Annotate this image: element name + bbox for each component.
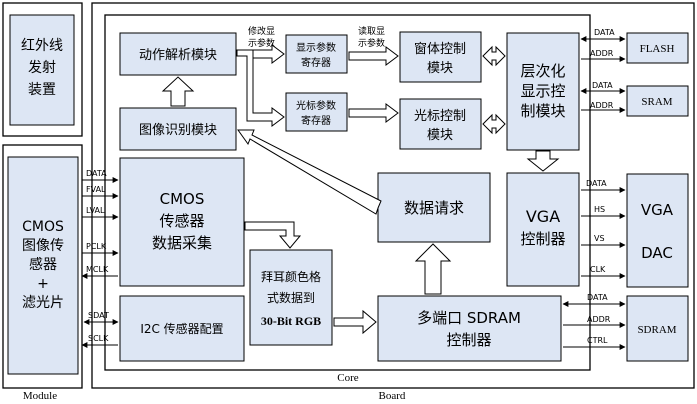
- parse-to-cursor-reg-arrow: [236, 49, 285, 127]
- data-request-text: 数据请求: [404, 199, 464, 217]
- sdram-ctrl-line-1: 多端口 SDRAM: [417, 309, 521, 327]
- bayer-line-3: 30-Bit RGB: [261, 314, 321, 328]
- vga-data-label: DATA: [586, 179, 607, 188]
- bayer-rgb-block: [249, 249, 333, 346]
- capture-line-2: 传感器: [159, 212, 204, 230]
- ir-module-frame: [2, 2, 83, 137]
- ir-emitter-block: [9, 14, 75, 126]
- core-label: Core: [337, 372, 359, 384]
- window-ctrl-line-2: 模块: [427, 61, 453, 76]
- flash-addr-label: ADDR: [590, 49, 614, 58]
- i2c-config-text: I2C 传感器配置: [140, 321, 223, 336]
- signal-sdat-label: SDAT: [88, 311, 109, 320]
- bayer-line-1: 拜耳颜色格: [261, 269, 321, 284]
- module-label: Module: [23, 390, 57, 402]
- sdram-ctrl-line-2: 控制器: [446, 331, 491, 349]
- vga-dac-line-1: VGA: [641, 201, 674, 219]
- modify-params-line-2: 示参数: [248, 37, 275, 49]
- cursor-layer-bidir-arrow: [482, 113, 506, 135]
- core-frame: [104, 14, 591, 371]
- vga-dac-line-2: DAC: [641, 244, 673, 262]
- layered-display-control-block: [506, 32, 580, 151]
- layer-to-vga-arrow: [526, 150, 560, 172]
- sram-data-label: DATA: [592, 81, 613, 90]
- signal-lval-label: LVAL: [86, 206, 105, 215]
- display-param-register-block: [285, 34, 348, 74]
- cursor-control-block: [399, 98, 482, 150]
- vga-controller-block: [506, 172, 580, 287]
- cursor-ctrl-line-2: 模块: [427, 128, 453, 143]
- cmos-sensor-module-block: [7, 156, 79, 375]
- vga-dac-block: [626, 173, 689, 288]
- sram-chip-block: [626, 85, 689, 117]
- layer-ctrl-line-3: 制模块: [520, 102, 565, 120]
- request-to-recog-arrow: [237, 129, 382, 215]
- capture-line-3: 数据采集: [152, 234, 212, 252]
- signal-pclk-label: PCLK: [86, 242, 107, 251]
- image-recognition-block: [119, 107, 237, 151]
- cursor-reg-line-2: 寄存器: [301, 114, 331, 127]
- image-recog-text: 图像识别模块: [139, 123, 217, 138]
- cursor-param-register-block: [285, 92, 348, 132]
- modify-params-line-1: 修改显: [248, 25, 275, 37]
- signal-sclk-label: SCLK: [88, 334, 109, 343]
- cursor-reg-line-1: 光标参数: [296, 99, 336, 112]
- module-frame: [2, 144, 83, 389]
- signal-fval-label: FVAL: [86, 185, 106, 194]
- vga-clk-label: CLK: [590, 265, 606, 274]
- cmos-capture-block: [119, 157, 245, 287]
- signal-data-label: DATA: [86, 169, 107, 178]
- board-label: Board: [379, 390, 406, 402]
- action-parse-block: [119, 32, 237, 76]
- ir-line-1: 红外线: [21, 38, 63, 54]
- display-reg-line-2: 寄存器: [301, 56, 331, 69]
- vga-vs-label: VS: [594, 234, 605, 243]
- sdram-to-request-arrow: [414, 243, 452, 295]
- window-layer-bidir-arrow: [482, 45, 506, 67]
- vga-ctrl-line-2: 控制器: [520, 230, 565, 248]
- vga-hs-label: HS: [594, 205, 605, 214]
- sdram-data-label: DATA: [587, 293, 608, 302]
- layer-ctrl-line-2: 显示控: [520, 82, 565, 100]
- capture-to-bayer-arrow: [244, 221, 302, 249]
- recog-to-parse-arrow: [161, 76, 195, 107]
- parse-to-display-reg-arrow: [252, 44, 285, 64]
- vga-ctrl-line-1: VGA: [526, 207, 560, 226]
- i2c-config-block: [119, 295, 245, 362]
- ir-line-2: 发射: [28, 60, 56, 76]
- cmos-module-line-1: CMOS: [22, 219, 64, 235]
- cursor-reg-to-cursor-ctrl-arrow: [348, 103, 399, 123]
- bayer-line-2: 式数据到: [267, 290, 315, 305]
- sdram-text: SDRAM: [637, 324, 676, 336]
- display-reg-line-1: 显示参数: [296, 41, 336, 54]
- sram-addr-label: ADDR: [590, 101, 614, 110]
- cmos-module-line-4: +: [37, 276, 49, 292]
- bayer-to-sdram-arrow: [333, 309, 377, 335]
- signal-mclk-label: MCLK: [86, 265, 109, 274]
- cursor-ctrl-line-1: 光标控制: [414, 109, 466, 124]
- read-params-line-1: 读取显: [358, 25, 385, 37]
- sdram-controller-block: [377, 295, 562, 362]
- read-params-line-2: 示参数: [358, 37, 385, 49]
- flash-chip-block: [626, 32, 689, 64]
- sdram-addr-label: ADDR: [587, 315, 611, 324]
- window-control-block: [399, 31, 482, 83]
- cmos-module-line-3: 感器: [29, 256, 57, 273]
- action-parse-text: 动作解析模块: [139, 48, 217, 63]
- display-reg-to-window-arrow: [348, 46, 399, 66]
- sram-text: SRAM: [641, 96, 672, 108]
- capture-line-1: CMOS: [160, 190, 205, 208]
- ir-line-3: 装置: [28, 82, 56, 98]
- flash-data-label: DATA: [594, 28, 615, 37]
- layer-ctrl-line-1: 层次化: [520, 62, 565, 80]
- data-request-block: [377, 172, 491, 243]
- sdram-ctrl-label: CTRL: [587, 336, 608, 345]
- cmos-module-line-2: 图像传: [22, 238, 64, 254]
- window-ctrl-line-1: 窗体控制: [414, 41, 466, 57]
- sdram-chip-block: [626, 295, 689, 362]
- flash-text: FLASH: [640, 43, 675, 55]
- cmos-module-line-5: 滤光片: [22, 295, 64, 311]
